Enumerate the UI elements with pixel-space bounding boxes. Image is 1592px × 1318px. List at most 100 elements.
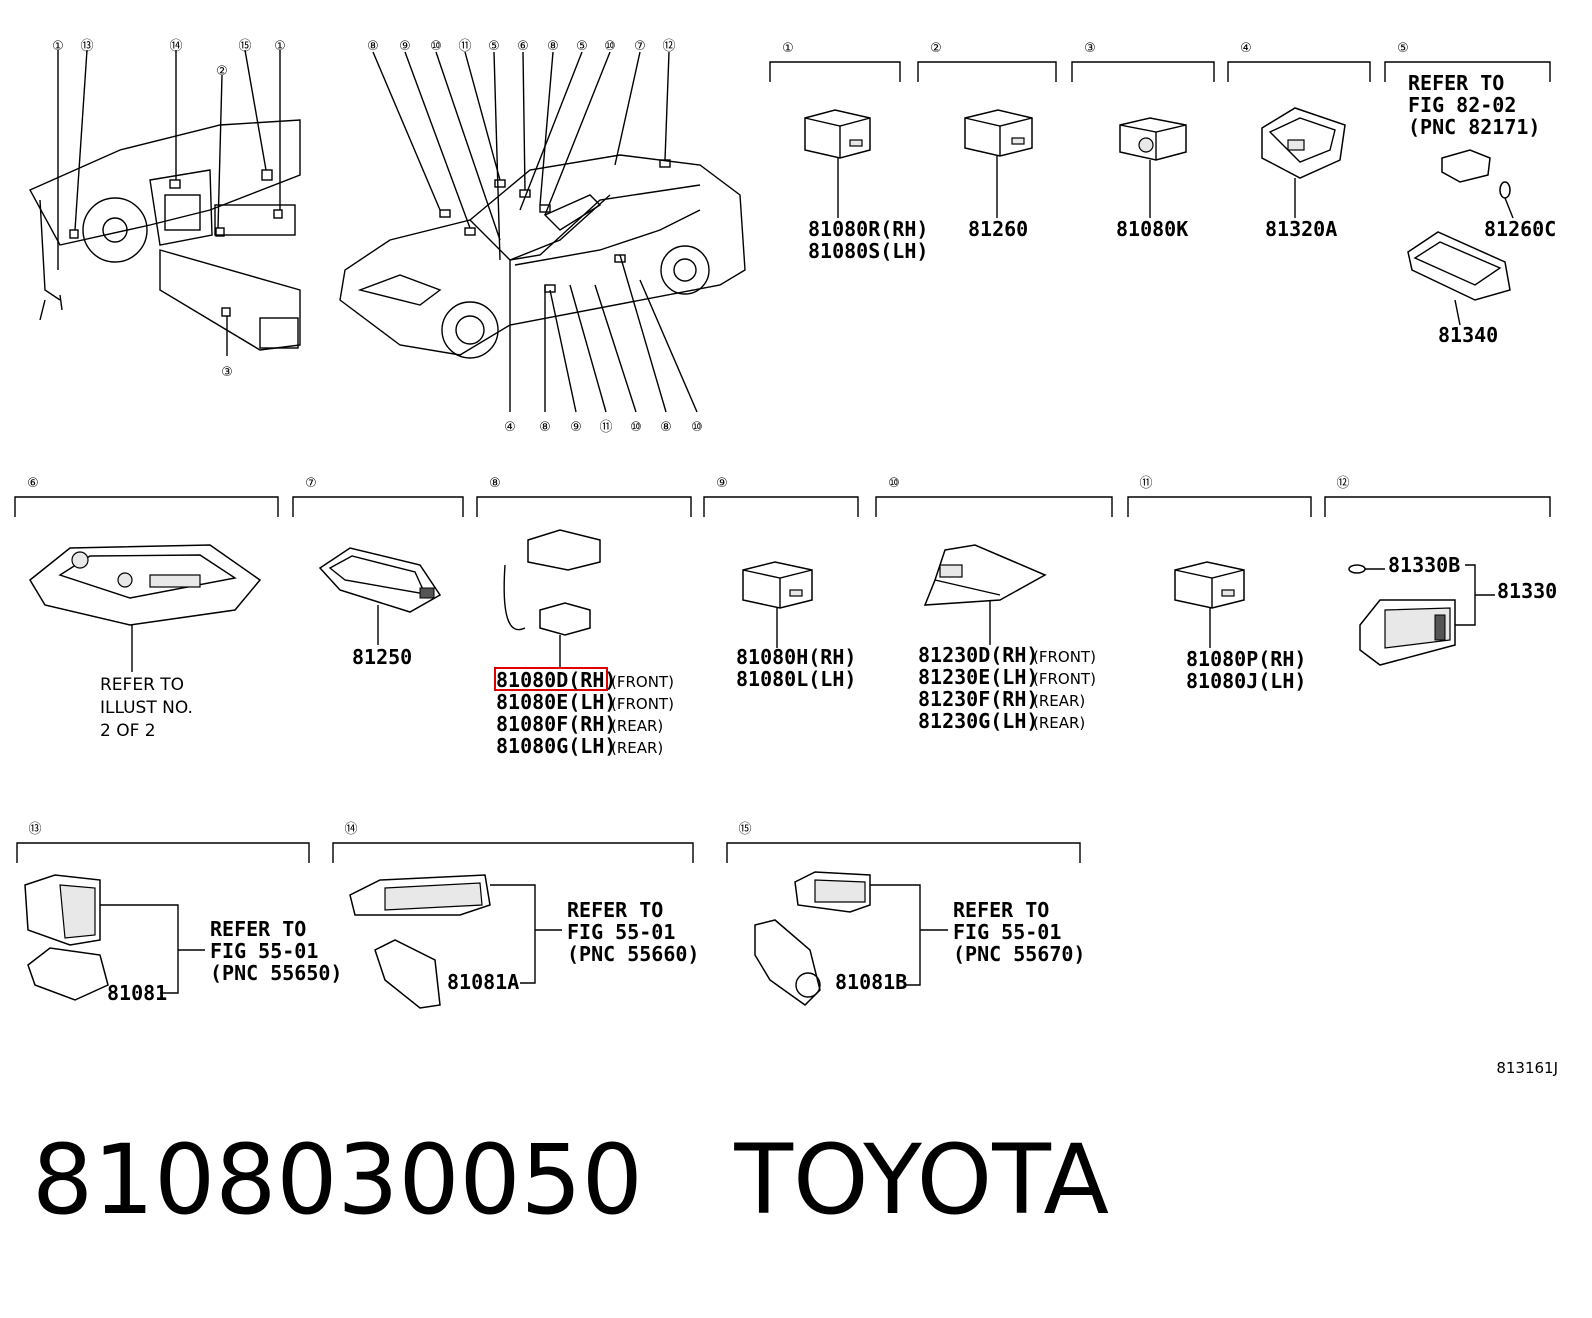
- part-label-81250: 81250: [352, 645, 412, 669]
- footer-part-number: 8108030050: [32, 1124, 643, 1236]
- callout-1: ①: [52, 39, 64, 54]
- part-81340-lens: [1407, 231, 1511, 326]
- callout-4: ④: [504, 420, 516, 435]
- refer-line-3: (PNC 55660): [567, 942, 699, 966]
- part-81080P-lamp: [1174, 561, 1245, 648]
- group-10-part-list: 81230D(RH)(FRONT)81230E(LH)(FRONT)81230F…: [918, 643, 1096, 733]
- callout-8: ⑧: [539, 420, 551, 435]
- refer-line-1: REFER TO: [953, 898, 1049, 922]
- group-number-8: ⑧: [489, 476, 501, 491]
- callout-8: ⑧: [367, 39, 379, 54]
- group-number-10: ⑩: [888, 476, 900, 491]
- part-label-81080K: 81080K: [1116, 217, 1188, 241]
- part-label-81230D(RH): 81230D(RH): [918, 643, 1038, 667]
- part-note: (REAR): [1033, 692, 1085, 710]
- callout-14: ⑭: [169, 39, 182, 54]
- refer-line-3: (PNC 55650): [210, 961, 342, 985]
- part-label-81230E(LH): 81230E(LH): [918, 665, 1038, 689]
- callout-7: ⑦: [634, 39, 646, 54]
- part-note: (FRONT): [611, 673, 674, 691]
- part-81081A-map-lamp: [349, 874, 562, 1009]
- part-label-81080S: 81080S(LH): [808, 239, 928, 263]
- dashboard-leaders: [57, 49, 281, 356]
- group-number-13: ⑬: [28, 822, 41, 837]
- callout-10: ⑩: [604, 39, 616, 54]
- car-leaders: [372, 51, 698, 413]
- group-bracket: [769, 61, 901, 82]
- group-number-15: ⑮: [738, 822, 751, 837]
- refer-line-2: FIG 55-01: [953, 920, 1061, 944]
- part-label-81081A: 81081A: [447, 970, 519, 994]
- callout-5: ⑤: [488, 39, 500, 54]
- part-81260C-bulb-socket: [1441, 149, 1514, 219]
- group-number-14: ⑭: [344, 822, 357, 837]
- part-label-81080H: 81080H(RH): [736, 645, 856, 669]
- group-bracket: [16, 842, 310, 863]
- part-81081B-map-lamp: [754, 871, 948, 1006]
- group-bracket: [1227, 61, 1371, 82]
- part-81080R-switch: [804, 109, 871, 218]
- part-label-81230G(LH): 81230G(LH): [918, 709, 1038, 733]
- part-label-81080P: 81080P(RH): [1186, 647, 1306, 671]
- part-label-81080R: 81080R(RH): [808, 217, 928, 241]
- part-81260-lamp: [964, 109, 1033, 218]
- part-label-81080E(LH): 81080E(LH): [496, 690, 616, 714]
- part-label-81081: 81081: [107, 981, 167, 1005]
- part-label-81260C: 81260C: [1484, 217, 1556, 241]
- diagram-code: 813161J: [1496, 1059, 1558, 1077]
- group-number-12: ⑫: [1336, 476, 1349, 491]
- group-number-3: ③: [1084, 41, 1096, 56]
- part-label-81260: 81260: [968, 217, 1028, 241]
- callout-13: ⑬: [80, 39, 93, 54]
- refer-line-2: FIG 55-01: [210, 939, 318, 963]
- refer-line-1: REFER TO: [100, 675, 184, 695]
- part-console-assembly: [29, 544, 262, 672]
- group-number-11: ⑪: [1139, 476, 1152, 491]
- group-bracket: [14, 496, 279, 517]
- group-bracket: [332, 842, 694, 863]
- group-bracket: [917, 61, 1057, 82]
- group-8-part-list: 81080D(RH)(FRONT)81080E(LH)(FRONT)81080F…: [496, 668, 674, 758]
- group-bracket: [1071, 61, 1215, 82]
- part-81330-switch: [1348, 564, 1495, 666]
- part-note: (FRONT): [611, 695, 674, 713]
- refer-line-3: (PNC 82171): [1408, 115, 1540, 139]
- group-bracket: [703, 496, 859, 517]
- refer-line-1: REFER TO: [567, 898, 663, 922]
- part-81230D-courtesy-lamp: [923, 544, 1047, 645]
- group-number-1: ①: [782, 41, 794, 56]
- car-illustration: [339, 154, 746, 359]
- group-brackets: [14, 61, 1551, 863]
- group-bracket: [476, 496, 692, 517]
- callout-2: ②: [216, 64, 228, 79]
- callout-11: ⑪: [458, 39, 471, 54]
- group-bracket: [875, 496, 1113, 517]
- callout-15: ⑮: [238, 39, 251, 54]
- dashboard-illustration: [29, 119, 301, 351]
- group-number-4: ④: [1240, 41, 1252, 56]
- group-bracket: [1324, 496, 1551, 517]
- callout-3: ③: [221, 365, 233, 380]
- part-label-81080G(LH): 81080G(LH): [496, 734, 616, 758]
- part-label-81080J: 81080J(LH): [1186, 669, 1306, 693]
- part-81081-map-lamp: [24, 874, 205, 1001]
- part-label-81081B: 81081B: [835, 970, 907, 994]
- group-number-9: ⑨: [716, 476, 728, 491]
- part-label-81320A: 81320A: [1265, 217, 1337, 241]
- part-label-81080D(RH): 81080D(RH): [496, 668, 616, 692]
- group-number-2: ②: [930, 41, 942, 56]
- footer-brand: TOYOTA: [734, 1124, 1110, 1236]
- part-label-81230F(RH): 81230F(RH): [918, 687, 1038, 711]
- part-81080H-lamp: [742, 561, 813, 648]
- refer-line-2: ILLUST NO.: [100, 698, 193, 718]
- part-label-81330: 81330: [1497, 579, 1557, 603]
- part-label-81330B: 81330B: [1388, 553, 1460, 577]
- callout-9: ⑨: [399, 39, 411, 54]
- part-note: (REAR): [1033, 714, 1085, 732]
- part-81080D-door-lamp: [503, 529, 601, 668]
